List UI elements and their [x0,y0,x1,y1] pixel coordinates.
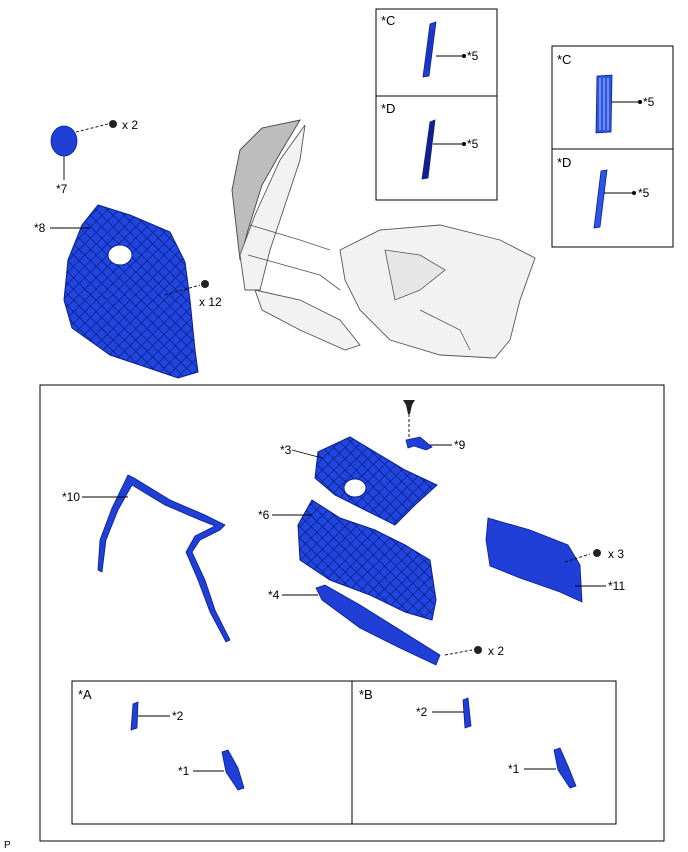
label-8: *8 [34,221,46,235]
frame-molding-part [97,474,231,643]
part-1-a [221,749,245,791]
qty-clip-11: x 3 [608,547,624,561]
inset-frame-b [351,680,617,825]
exploded-view-frame [39,384,665,842]
inset-label-c-1: *C [381,13,395,28]
label-1-a: *1 [178,764,190,778]
inset-label-a: *A [78,687,92,702]
label-11: *11 [608,579,625,593]
part-1-b [553,747,577,789]
label-5-c2: *5 [643,95,655,109]
footer-code: P [4,840,11,851]
lower-grille-part [297,499,437,621]
emblem-part [50,125,78,157]
label-5-d1: *5 [467,137,479,151]
inset-label-d-1: *D [381,101,395,116]
qty-clip-4: x 2 [488,644,504,658]
upper-grille-part [314,436,438,526]
grille-assembly-part [63,204,199,379]
label-5-c1: *5 [467,49,479,63]
clip-icon [403,400,415,414]
label-7: *7 [56,182,68,196]
label-4: *4 [268,588,280,602]
inset-label-b: *B [359,687,373,702]
label-3: *3 [280,443,292,457]
clip-icon [109,120,117,128]
part-2-b [462,697,472,729]
molding-d2-part [593,169,608,229]
part-2-a [130,701,139,731]
inset-frame-a [71,680,353,825]
clip-icon [201,280,209,288]
molding-d1-part [421,119,436,180]
inset-label-c-2: *C [557,52,571,67]
bracket-part [405,436,433,451]
lower-molding-part [315,584,441,666]
label-10: *10 [62,490,80,504]
qty-clip-7: x 2 [122,118,138,132]
molding-c1-part [422,21,437,78]
clip-icon [474,646,482,654]
clip-icon [593,549,601,557]
inset-frame-c-d-left [375,8,498,201]
qty-clip-8: x 12 [199,295,222,309]
label-9: *9 [454,438,466,452]
label-2-b: *2 [416,705,428,719]
side-panel-part [485,517,583,603]
label-6: *6 [258,508,270,522]
inset-frame-c-d-right [551,45,674,248]
label-2-a: *2 [172,709,184,723]
label-5-d2: *5 [638,186,650,200]
label-1-b: *1 [508,762,520,776]
inset-label-d-2: *D [557,155,571,170]
front-bumper-cover [231,119,536,359]
